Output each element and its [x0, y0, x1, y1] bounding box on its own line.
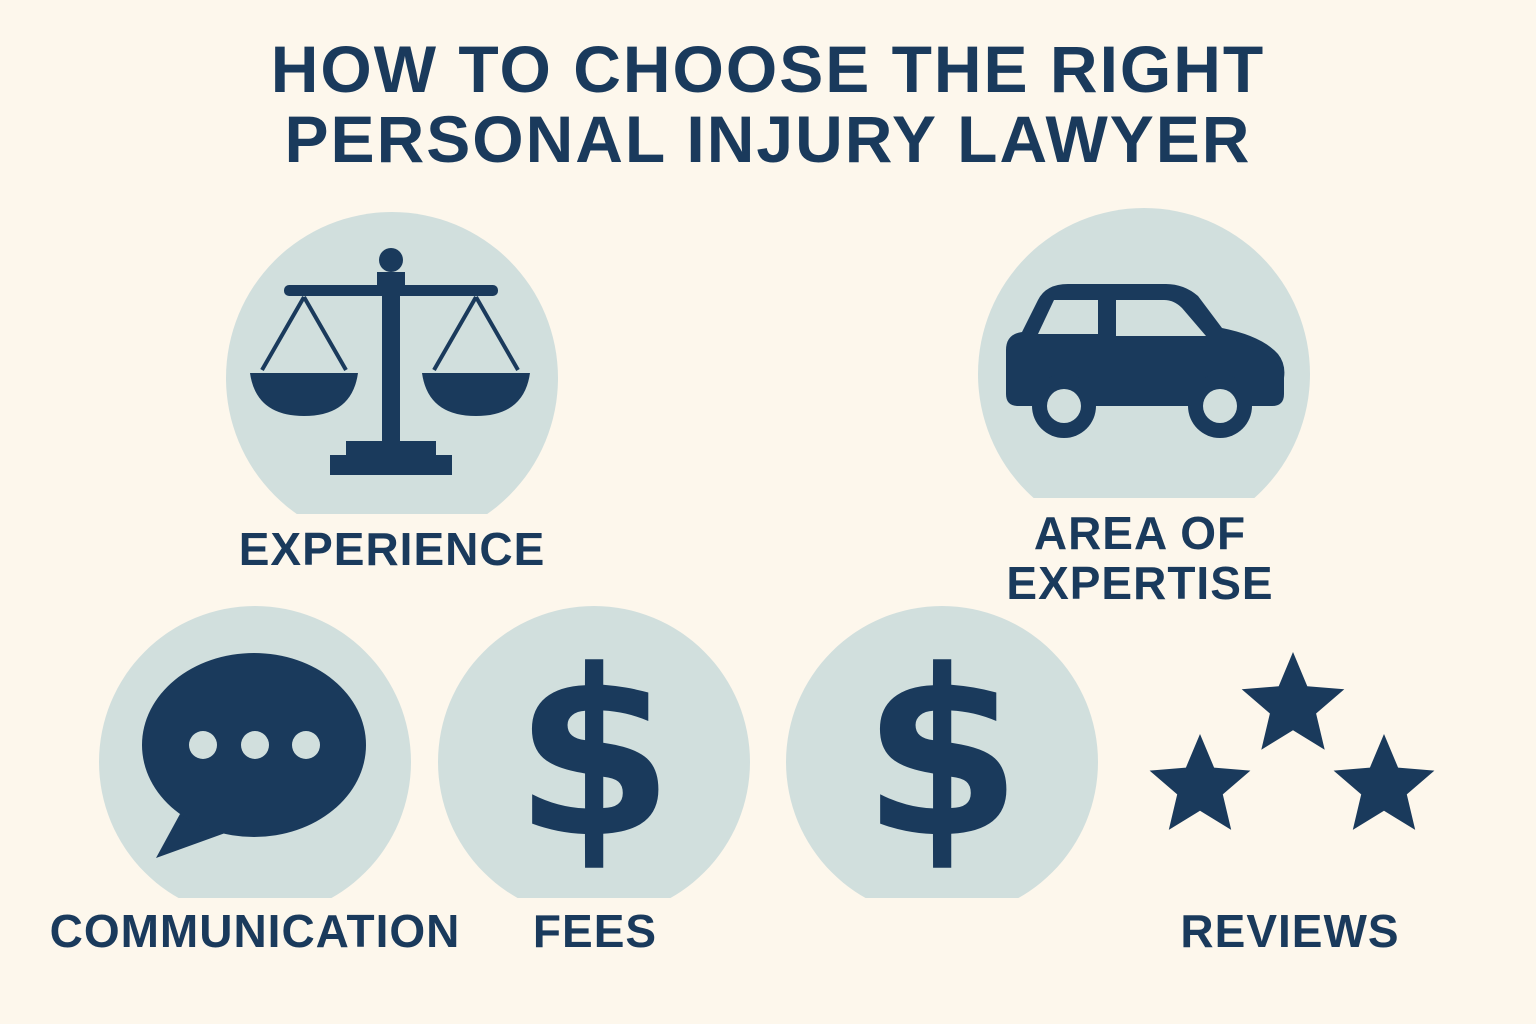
- speech-bubble-icon: [142, 653, 366, 858]
- label-area-of-expertise: AREA OF EXPERTISE: [940, 508, 1340, 608]
- label-fees: FEES: [532, 905, 658, 957]
- scales-of-justice-icon: [250, 248, 530, 475]
- stars-icon: [1149, 652, 1435, 830]
- label-communication: COMMUNICATION: [49, 905, 461, 957]
- dollar-icon: $: [514, 622, 674, 889]
- label-expertise-line-2: EXPERTISE: [1006, 557, 1274, 609]
- title-line-1: HOW TO CHOOSE THE RIGHT: [270, 32, 1266, 106]
- label-reviews: REVIEWS: [1180, 905, 1400, 957]
- dollar-icon-2: $: [862, 622, 1022, 889]
- svg-text:$: $: [514, 622, 674, 889]
- svg-text:$: $: [862, 622, 1022, 889]
- label-experience: EXPERIENCE: [238, 523, 546, 575]
- page-title: HOW TO CHOOSE THE RIGHT PERSONAL INJURY …: [0, 34, 1536, 174]
- circle-dollar-extra: [786, 606, 1098, 898]
- title-line-2: PERSONAL INJURY LAWYER: [284, 102, 1252, 176]
- label-expertise-line-1: AREA OF: [1033, 507, 1247, 559]
- car-icon: [1006, 284, 1285, 438]
- circle-fees: [438, 606, 750, 898]
